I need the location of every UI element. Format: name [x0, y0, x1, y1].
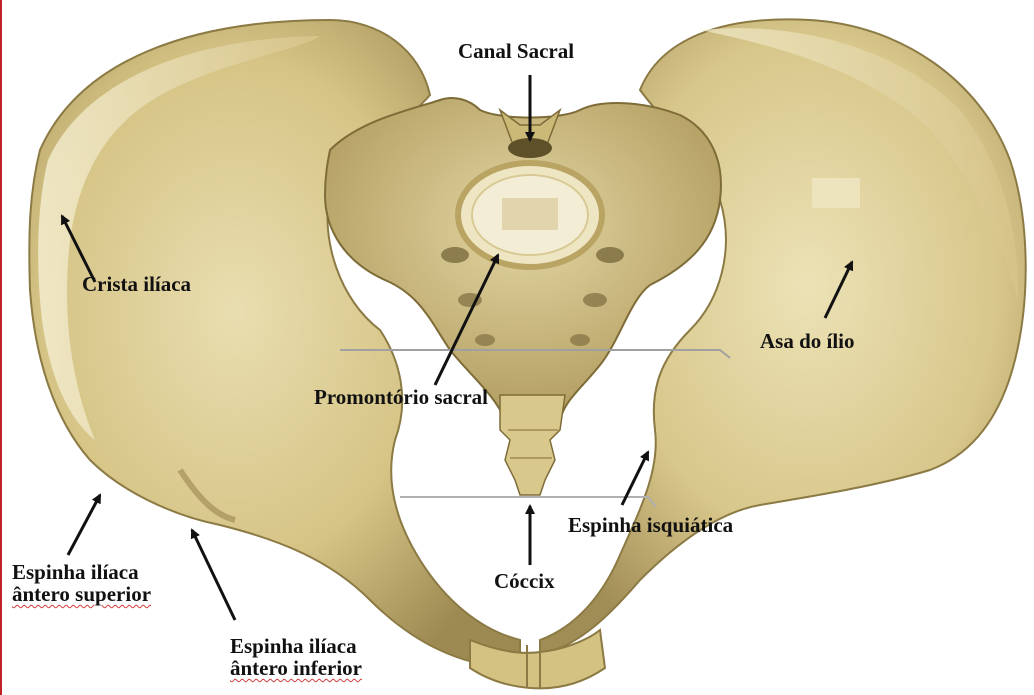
label-espinha-iliaca-antero-inferior: Espinha ilíaca ântero inferior [230, 635, 362, 679]
label-crista-iliaca: Crista ilíaca [82, 273, 191, 295]
label-eias-line1: Espinha ilíaca [12, 561, 151, 583]
label-asa-do-ilio: Asa do ílio [760, 330, 855, 352]
outline-line-lower [400, 497, 656, 507]
label-promontorio-sacral: Promontório sacral [314, 386, 488, 408]
label-espinha-iliaca-antero-superior: Espinha ilíaca ântero superior [12, 561, 151, 605]
label-espinha-isquiatica: Espinha isquiática [568, 514, 733, 536]
label-eiai-line2: ântero inferior [230, 657, 362, 679]
label-eias-line2: ântero superior [12, 583, 151, 605]
arrow-eias [68, 495, 100, 555]
vertebral-body [458, 163, 602, 267]
label-coccix: Cóccix [494, 570, 555, 592]
arrow-eiai [192, 530, 235, 620]
label-canal-sacral: Canal Sacral [458, 40, 574, 62]
coccyx [500, 395, 565, 495]
label-eiai-line1: Espinha ilíaca [230, 635, 362, 657]
